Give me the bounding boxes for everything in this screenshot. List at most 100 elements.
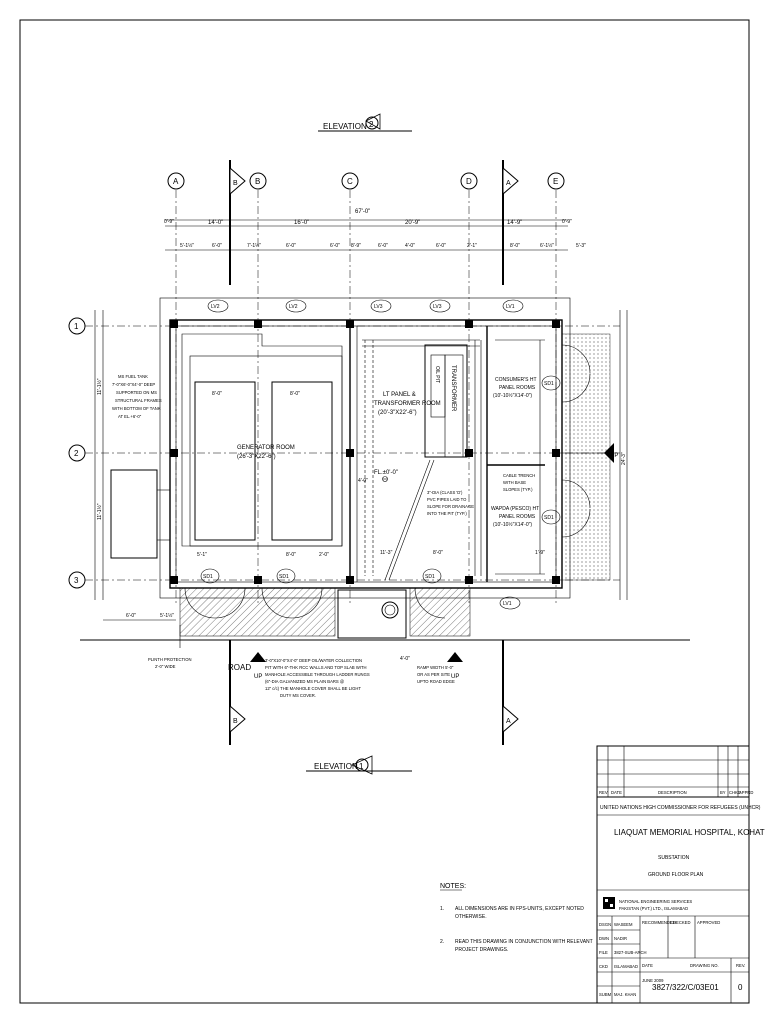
road-label: ROAD: [228, 663, 251, 672]
dim-sub-8: 4'-0": [405, 243, 415, 249]
dim-sub-13: 5'-3": [576, 243, 586, 249]
drawing-subtitle: SUBSTATION: [658, 855, 690, 861]
door-tag-2: SD1: [279, 574, 289, 580]
row-file-label: FILE: [599, 950, 608, 955]
sheet-border: [19, 19, 750, 1004]
generator-room-name: GENERATOR ROOM: [237, 445, 295, 451]
dim-left-a: 11'-1½": [96, 378, 103, 395]
section-b-top: B: [233, 180, 238, 187]
rev-label: REV.: [736, 963, 745, 968]
pvc-note-2: PVC PIPES LAID TO: [427, 497, 467, 502]
wapda-line1: WAPDA (PESCO) HT: [491, 506, 539, 512]
row-dwn-label: DWN: [599, 936, 609, 941]
dim-overall: 67'-0": [355, 209, 370, 215]
grid-col-a: A: [173, 177, 179, 186]
fuel-tank-note-5: WITH BOTTOM OF TANK: [112, 406, 161, 411]
dim-span-1: 14'-0": [208, 220, 223, 226]
project-name: LIAQUAT MEMORIAL HOSPITAL, KOHAT: [614, 828, 765, 837]
rev-header-description: DESCRIPTION: [658, 790, 687, 795]
recommended-label: RECOMMENDED: [642, 920, 676, 925]
elevation-2-number: 2: [369, 120, 374, 129]
lt-panel-line1: LT PANEL &: [383, 392, 416, 398]
pit-note-1: 3'-0"X10'-0"X4'-0" DEEP OIL/WATER COLLEC…: [265, 658, 362, 663]
section-b-bottom: B: [233, 718, 238, 725]
right-up-label: UP: [610, 453, 618, 459]
door-tag-3: SD1: [425, 574, 435, 580]
pit-note-5: 12" c/c) THE MANHOLE COVER SHALL BE LIGH…: [265, 686, 361, 691]
dim-sub-10: 2'-1": [467, 243, 477, 249]
pit-note-4: (6"-DIA GALVANIZED MS PLAIN BARS @: [265, 679, 344, 684]
dim-right-a: 24'-3": [621, 452, 627, 465]
ramp-note-1: RAMP WIDTH 5'-0": [417, 665, 454, 670]
plan-annotations: MS FUEL TANK 7'-0"X6'-0"X4'-0" DEEP SUPP…: [80, 374, 690, 698]
pit-note-6: DUTY MS COVER.: [280, 693, 316, 698]
row-subm-value: MAJ. KHAN: [614, 992, 636, 997]
fuel-tank-note-4: STRUCTURAL FRAMES: [115, 398, 162, 403]
plinth-note-2: 2'-0" WIDE: [155, 664, 176, 669]
rev-header-chkd: CHKD: [729, 790, 741, 795]
grid-col-b: B: [255, 177, 260, 186]
dim-span-2: 16'-0": [294, 220, 309, 226]
dim-sub-12: 6'-1½": [540, 242, 554, 249]
dim-bot-b: 5'-1½": [160, 612, 174, 619]
dimension-lines-right: 24'-3": [619, 310, 628, 600]
dim-inner-2: 8'-0": [290, 391, 300, 397]
row-file-value: 3827-SUB-ARCH: [614, 950, 647, 955]
dim-span-3: 20'-9": [405, 220, 420, 226]
rev-header-apprd: APPRD: [739, 790, 753, 795]
row-dsgn-label: DSGN: [599, 922, 611, 927]
checked-label: CHECKED: [670, 920, 690, 925]
trench-note-1: CABLE TRENCH: [503, 473, 535, 478]
ramp-note-2: OR AS PER SITE: [417, 672, 450, 677]
consumer-line1: CONSUMER'S HT: [495, 377, 537, 383]
ramp-dimension: 4'-0": [400, 656, 410, 662]
title-block: REV DATE DESCRIPTION BY CHKD APPRD UNITE…: [596, 745, 765, 1004]
section-markers-top: B A: [229, 160, 519, 285]
drawing-number: 3827/322/C/03E01: [652, 983, 719, 992]
dim-span-4: 14'-9": [507, 220, 522, 226]
fl-level: FL.±0'-0": [374, 470, 398, 476]
dim-inner-5: 2'-0": [319, 552, 329, 558]
transformer-label: TRANSFORMER: [450, 365, 456, 412]
grid-rows: 1 2 3: [68, 317, 86, 589]
note-2-num: 2.: [440, 939, 444, 945]
dim-right-edge: 0'-9": [562, 219, 572, 225]
dimension-lines-left: 11'-1½" 11'-1½": [94, 310, 104, 600]
dim-sub-9: 6'-0": [436, 243, 446, 249]
fuel-tank-note-2: 7'-0"X6'-0"X4'-0" DEEP: [112, 382, 155, 387]
general-notes: NOTES: 1. ALL DIMENSIONS ARE IN FPS-UNIT…: [440, 883, 593, 953]
dim-inner-9: 1'-9": [535, 550, 545, 556]
consumer-line3: (10'-10½"X14'-0"): [493, 392, 532, 399]
consumer-line2: PANEL ROOMS: [499, 385, 536, 391]
drawing-no-label: DRAWING NO.: [690, 963, 719, 968]
dim-sub-4: 6'-0": [286, 243, 296, 249]
dim-left-edge: 0'-9": [164, 219, 174, 225]
dim-inner-4: 8'-0": [286, 552, 296, 558]
grid-row-1: 1: [74, 322, 79, 331]
lt-panel-line3: (20'-3"X22'-6"): [378, 410, 417, 416]
grid-col-d: D: [466, 177, 472, 186]
oil-pit-label: OIL PIT: [434, 366, 440, 383]
ramp-note-3: UPTO ROAD EDGE: [417, 679, 455, 684]
door-tag-5: SD1: [544, 515, 554, 521]
date-value: JUNE 2009: [642, 978, 664, 983]
door-tag-4: SD1: [544, 381, 554, 387]
dim-inner-8: 8'-0": [433, 550, 443, 556]
trench-note-3: SLOPES (TYP.): [503, 487, 533, 492]
window-tag-5: LV1: [506, 304, 515, 310]
rev-header-rev: REV: [599, 790, 608, 795]
firm-line-2: PAKISTAN (PVT.) LTD., ISLAMABAD: [619, 906, 688, 911]
drawing-title: GROUND FLOOR PLAN: [648, 872, 704, 878]
ramp-up-label: UP: [451, 674, 459, 680]
generator-room-size: (26'-3"X22'-6"): [237, 454, 276, 460]
fuel-tank-note-3: SUPPORTED ON MS: [116, 390, 157, 395]
window-tag-4: LV3: [433, 304, 442, 310]
row-dwn-value: NADIR: [614, 936, 627, 941]
pvc-note-4: INTO THE PIT (TYP.): [427, 511, 467, 516]
window-tag-2: LV2: [289, 304, 298, 310]
grid-row-2: 2: [74, 449, 79, 458]
elevation-1-number: 1: [359, 762, 364, 771]
dim-sub-1: 5'-1½": [180, 242, 194, 249]
section-markers-bottom: B A: [229, 640, 519, 745]
